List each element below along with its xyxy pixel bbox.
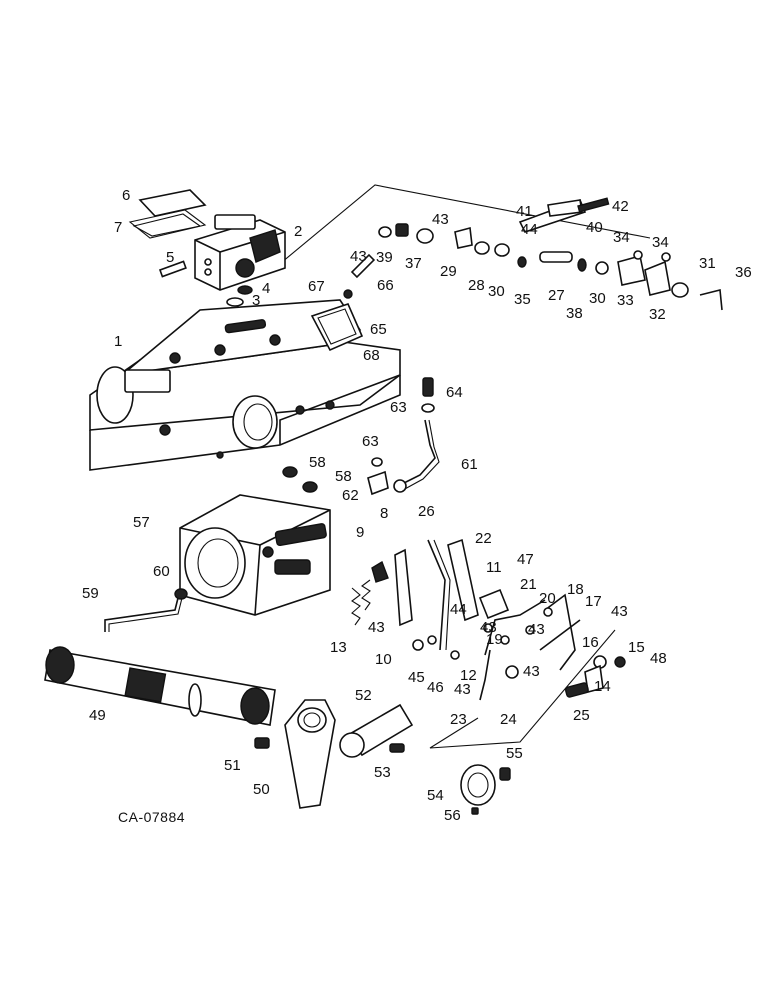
callout-label: 4	[262, 280, 270, 297]
callout-label: 57	[133, 514, 150, 531]
callout-label: 17	[585, 593, 602, 610]
part-number-callouts: 1 2 3 4 5 6 7 8 9 10 11 12 13 14 15 16 1…	[82, 187, 752, 824]
part-splined-shaft	[44, 646, 276, 726]
callout-label: 44	[521, 221, 538, 238]
part-cover-plate	[128, 189, 207, 239]
callout-label: 63	[362, 433, 379, 450]
callout-label: 43	[350, 248, 367, 265]
callout-label: 26	[418, 503, 435, 520]
callout-label: 5	[166, 249, 174, 266]
callout-label: 18	[567, 581, 584, 598]
callout-label: 15	[628, 639, 645, 656]
callout-label: 43	[523, 663, 540, 680]
callout-label: 68	[363, 347, 380, 364]
callout-label: 43	[611, 603, 628, 620]
callout-label: 51	[224, 757, 241, 774]
callout-label: 53	[374, 764, 391, 781]
callout-label: 65	[370, 321, 387, 338]
callout-label: 31	[699, 255, 716, 272]
callout-label: 43	[480, 619, 497, 636]
callout-label: 12	[460, 667, 477, 684]
callout-label: 24	[500, 711, 517, 728]
callout-label: 38	[566, 305, 583, 322]
callout-label: 1	[114, 333, 122, 350]
callout-label: 67	[308, 278, 325, 295]
callout-label: 20	[539, 590, 556, 607]
part-seal-ring	[282, 466, 318, 493]
callout-label: 13	[330, 639, 347, 656]
callout-label: 54	[427, 787, 444, 804]
callout-label: 25	[573, 707, 590, 724]
part-lift-arm	[254, 699, 336, 809]
callout-label: 41	[516, 203, 533, 220]
part-linkage-row	[378, 197, 723, 311]
callout-label: 61	[461, 456, 478, 473]
callout-label: 37	[405, 255, 422, 272]
callout-label: 52	[355, 687, 372, 704]
callout-label: 36	[735, 264, 752, 281]
callout-label: 58	[309, 454, 326, 471]
callout-label: 59	[82, 585, 99, 602]
callout-label: 34	[652, 234, 669, 251]
callout-label: 28	[468, 277, 485, 294]
callout-label: 46	[427, 679, 444, 696]
callout-label: 43	[368, 619, 385, 636]
callout-label: 64	[446, 384, 463, 401]
callout-label: 43	[454, 681, 471, 698]
callout-label: 2	[294, 223, 302, 240]
callout-label: 34	[613, 229, 630, 246]
drawing-code: CA-07884	[118, 809, 185, 825]
part-spring	[351, 579, 371, 626]
callout-label: 7	[114, 219, 122, 236]
callout-label: 33	[617, 292, 634, 309]
callout-label: 27	[548, 287, 565, 304]
callout-label: 32	[649, 306, 666, 323]
callout-label: 11	[486, 559, 502, 576]
callout-label: 63	[390, 399, 407, 416]
part-control-linkage	[351, 538, 626, 815]
callout-label: 21	[520, 576, 537, 593]
callout-label: 48	[650, 650, 667, 667]
callout-label: 29	[440, 263, 457, 280]
callout-label: 9	[356, 524, 364, 541]
part-control-rod	[104, 588, 188, 632]
callout-label: 40	[586, 219, 603, 236]
callout-label: 39	[376, 249, 393, 266]
part-valve-housing	[194, 214, 286, 291]
part-bolt	[158, 260, 253, 307]
callout-label: 16	[582, 634, 599, 651]
callout-label: 62	[342, 487, 359, 504]
callout-label: 56	[444, 807, 461, 824]
callout-label: 6	[122, 187, 130, 204]
callout-label: 50	[253, 781, 270, 798]
callout-label: 47	[517, 551, 534, 568]
callout-label: 35	[514, 291, 531, 308]
assembly-guide-lines	[269, 184, 651, 749]
callout-label: 3	[252, 292, 260, 309]
callout-label: 30	[589, 290, 606, 307]
callout-label: 43	[432, 211, 449, 228]
callout-label: 66	[377, 277, 394, 294]
callout-label: 19	[486, 631, 503, 648]
part-oil-tube	[367, 377, 440, 496]
callout-label: 14	[594, 678, 611, 695]
callout-label: 22	[475, 530, 492, 547]
callout-label: 42	[612, 198, 629, 215]
callout-label: 44	[450, 601, 467, 618]
part-gasket-plate	[310, 253, 376, 352]
callout-label: 55	[506, 745, 523, 762]
callout-label: 43	[528, 621, 545, 638]
part-cylinder-pin	[339, 703, 414, 758]
part-rockshaft-housing	[179, 494, 331, 616]
callout-label: 10	[375, 651, 392, 668]
callout-label: 45	[408, 669, 425, 686]
callout-label: 30	[488, 283, 505, 300]
callout-label: 8	[380, 505, 388, 522]
callout-label: 23	[450, 711, 467, 728]
callout-label: 58	[335, 468, 352, 485]
callout-label: 49	[89, 707, 106, 724]
callout-label: 60	[153, 563, 170, 580]
